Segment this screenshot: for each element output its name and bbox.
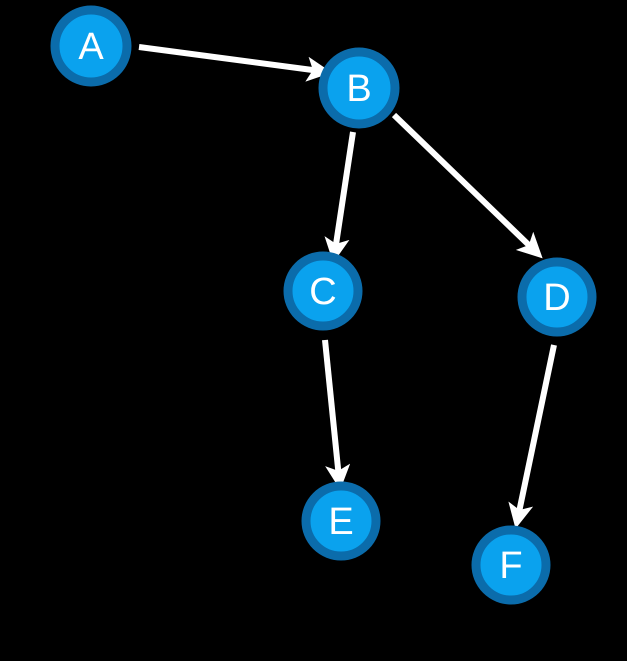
graph-edge-a-to-b xyxy=(138,44,332,82)
node-label-f: F xyxy=(499,545,522,587)
nodes-layer: A B C D E F xyxy=(50,5,597,605)
node-circle-c[interactable] xyxy=(283,251,363,331)
node-circle-f[interactable] xyxy=(471,525,551,605)
node-label-b: B xyxy=(346,68,371,110)
graph-node-e[interactable]: E xyxy=(301,481,381,561)
node-circle-a[interactable] xyxy=(50,5,132,87)
graph-node-a[interactable]: A xyxy=(50,5,132,87)
node-label-e: E xyxy=(328,501,353,543)
node-circle-d[interactable] xyxy=(517,257,597,337)
node-label-c: C xyxy=(309,271,336,313)
graph-node-d[interactable]: D xyxy=(517,257,597,337)
node-label-d: D xyxy=(543,277,570,319)
node-circle-b[interactable] xyxy=(318,47,400,129)
graph-node-f[interactable]: F xyxy=(471,525,551,605)
edges-layer xyxy=(138,44,557,529)
graph-node-c[interactable]: C xyxy=(283,251,363,331)
graph-edge-b-to-c xyxy=(324,131,356,263)
node-label-a: A xyxy=(78,26,104,68)
node-circle-e[interactable] xyxy=(301,481,381,561)
graph-edge-b-to-d xyxy=(391,112,543,259)
graph-node-b[interactable]: B xyxy=(318,47,400,129)
graph-edge-c-to-e xyxy=(322,339,351,490)
graph-edge-d-to-f xyxy=(508,344,557,529)
